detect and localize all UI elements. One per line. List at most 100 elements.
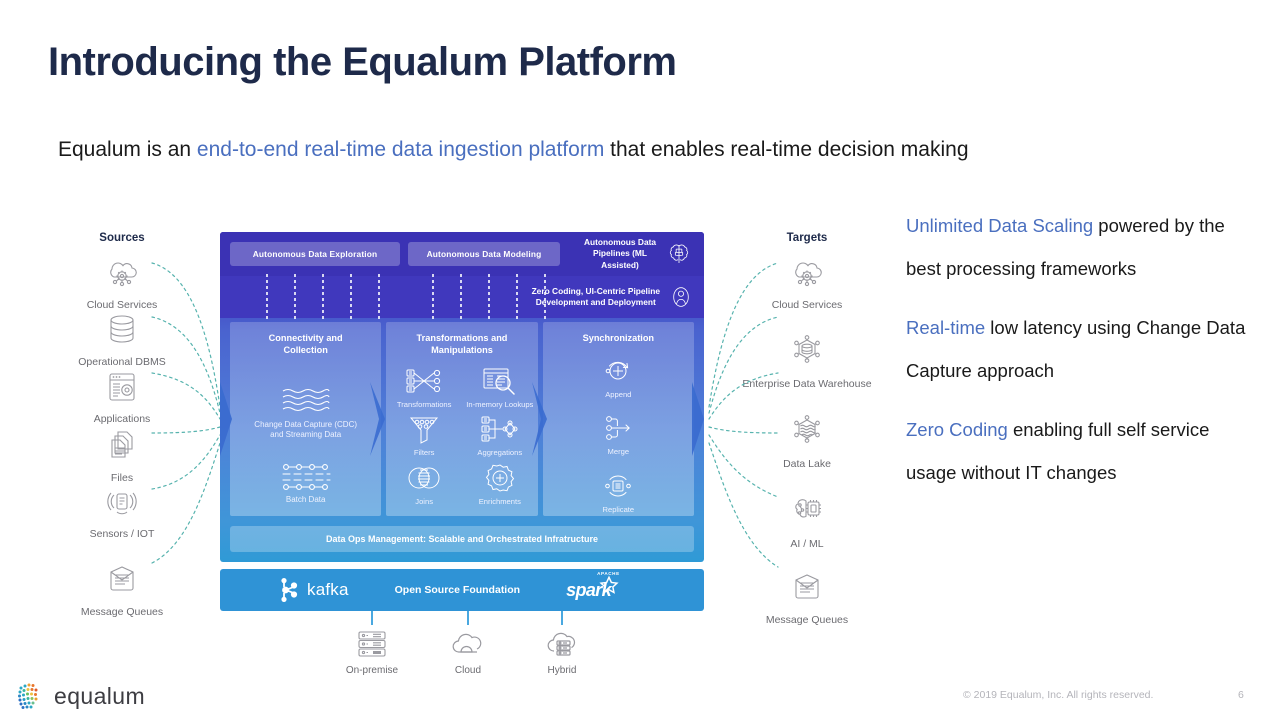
kafka-logo: kafka <box>278 577 349 603</box>
feature-column-synchronization: Synchronization <box>542 322 694 516</box>
bullet-real-time: Real-time low latency using Change Data … <box>906 306 1254 392</box>
feature-label-line1: Transformations <box>396 399 452 409</box>
pill-autonomous-data-modeling[interactable]: Autonomous Data Modeling <box>408 242 560 266</box>
open-source-foundation-bar: kafka Open Source Foundation spark APACH… <box>220 569 704 611</box>
target-label: Data Lake <box>783 458 831 470</box>
bullet-rest: powered by the best processing framework… <box>906 215 1225 279</box>
drop-lines <box>266 274 546 320</box>
feature-label-line1: Enrichments <box>478 496 521 506</box>
feature-label-line1: Merge <box>607 447 630 457</box>
autonomous-pipelines-line2: Pipelines (ML Assisted) <box>593 248 647 270</box>
enrichments-gear-icon <box>462 462 538 496</box>
column-title-line2: Collection <box>283 344 328 355</box>
equalum-logo-text: equalum <box>54 682 146 709</box>
source-label: Applications <box>93 413 151 425</box>
feature-label-line1: Filters <box>413 448 435 458</box>
filter-funnel-icon <box>386 413 462 447</box>
feature-label-line1: Replicate <box>602 504 635 514</box>
feature-item-enrichments: Enrichments <box>462 460 538 506</box>
source-label: Operational DBMS <box>78 356 166 368</box>
feature-label-line2: and Streaming Data <box>270 429 342 439</box>
lookup-magnifier-icon <box>462 365 538 399</box>
source-item-operational-dbms: Operational DBMS <box>57 312 187 369</box>
feature-item-batch-data: Batch Data <box>230 458 381 505</box>
autonomous-row: Autonomous Data Exploration Autonomous D… <box>220 232 704 276</box>
bullet-highlight: Zero Coding <box>906 419 1008 440</box>
subtitle: Equalum is an end-to-end real-time data … <box>58 138 969 162</box>
brain-icon <box>669 244 689 263</box>
column-title-line1: Synchronization <box>582 333 655 343</box>
feature-item-in-memory-lookups: In-memory Lookups <box>462 363 538 409</box>
bullet-highlight: Unlimited Data Scaling <box>906 215 1094 236</box>
page-number: 6 <box>1238 689 1244 701</box>
target-item-enterprise-data-warehouse: Enterprise Data Warehouse <box>742 334 872 391</box>
cloud-gear-icon <box>57 255 187 295</box>
deployment-label: On-premise <box>345 665 399 676</box>
deployment-stem <box>467 611 469 625</box>
dataops-bar: Data Ops Management: Scalable and Orches… <box>230 526 694 552</box>
pill-autonomous-data-exploration[interactable]: Autonomous Data Exploration <box>230 242 400 266</box>
target-item-data-lake: Data Lake <box>742 414 872 471</box>
bullet-rest: enabling full self service usage without… <box>906 419 1210 483</box>
deployment-label: Cloud <box>454 665 482 676</box>
deployment-stem <box>371 611 373 625</box>
bullet-highlight: Real-time <box>906 317 986 338</box>
feature-label-line1: Joins <box>415 496 434 506</box>
source-label: Cloud Services <box>86 299 158 311</box>
zero-coding-band: Zero Coding, UI-Centric Pipeline Develop… <box>220 276 704 318</box>
source-label: Sensors / IOT <box>89 528 155 540</box>
bullet-zero-coding: Zero Coding enabling full self service u… <box>906 408 1254 494</box>
source-item-applications: Applications <box>57 369 187 426</box>
zero-coding-line1: Zero Coding, UI-Centric Pipeline <box>531 285 660 296</box>
subtitle-highlight: end-to-end real-time data ingestion plat… <box>196 138 605 161</box>
replicate-icon <box>543 470 694 504</box>
column-title: Connectivity and Collection <box>230 333 381 357</box>
spark-logo: spark APACHE <box>566 571 619 601</box>
targets-header: Targets <box>786 232 828 244</box>
feature-label-line1: Aggregations <box>477 448 523 458</box>
target-label: Message Queues <box>765 614 849 626</box>
message-queue-icon <box>57 562 187 602</box>
open-source-foundation-label: Open Source Foundation <box>394 584 521 596</box>
copyright-notice: © 2019 Equalum, Inc. All rights reserved… <box>963 689 1154 701</box>
kafka-icon <box>281 578 298 602</box>
deployment-stem <box>561 611 563 625</box>
zero-coding-line2: Development and Deployment <box>535 297 656 307</box>
target-label: Enterprise Data Warehouse <box>742 378 872 390</box>
target-item-message-queues: Message Queues <box>742 570 872 627</box>
feature-item-cdc: Change Data Capture (CDC) and Streaming … <box>230 383 381 440</box>
feature-columns: Connectivity and Collection <box>230 322 694 516</box>
target-label: AI / ML <box>790 538 824 550</box>
spark-label: spark <box>566 579 612 600</box>
source-label: Files <box>110 472 134 484</box>
source-item-cloud-services: Cloud Services <box>57 255 187 312</box>
spark-apache-label: APACHE <box>597 570 620 576</box>
feature-item-aggregations: Aggregations <box>462 411 538 457</box>
data-warehouse-icon <box>742 334 872 374</box>
column-title-line1: Connectivity and <box>268 333 343 343</box>
flow-chevrons <box>220 382 704 456</box>
feature-column-connectivity: Connectivity and Collection <box>230 322 382 516</box>
deployment-hybrid: Hybrid <box>514 611 610 676</box>
feature-label-line1: In-memory Lookups <box>466 399 534 409</box>
message-queue-icon <box>742 570 872 610</box>
aggregations-icon <box>462 413 538 447</box>
batch-data-icon <box>230 460 381 494</box>
files-icon <box>57 428 187 468</box>
zero-coding-label: Zero Coding, UI-Centric Pipeline Develop… <box>532 286 660 308</box>
append-plus-icon <box>543 355 694 389</box>
source-label: Message Queues <box>80 606 164 618</box>
bullet-list: Unlimited Data Scaling powered by the be… <box>906 204 1254 510</box>
target-item-ai-ml: AI / ML <box>742 494 872 551</box>
feature-item-joins: Joins <box>386 460 462 506</box>
joins-venn-icon <box>386 462 462 496</box>
column-title: Synchronization <box>543 333 694 345</box>
sensor-icon <box>57 484 187 524</box>
server-rack-icon <box>324 628 420 662</box>
bullet-unlimited-data-scaling: Unlimited Data Scaling powered by the be… <box>906 204 1254 290</box>
autonomous-pipelines-line1: Autonomous Data <box>583 237 657 248</box>
column-title-line1: Transformations and <box>416 333 508 343</box>
cloud-server-icon <box>514 628 610 662</box>
deployment-label: Hybrid <box>547 665 577 676</box>
